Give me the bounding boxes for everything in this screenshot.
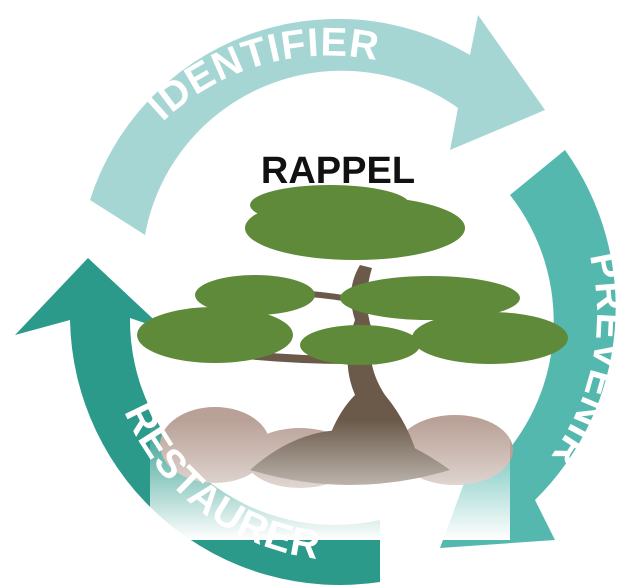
prevenir-arrow bbox=[440, 150, 616, 548]
foliage-pad bbox=[195, 275, 315, 315]
foliage-pad bbox=[340, 276, 520, 320]
foliage-pad bbox=[300, 325, 420, 365]
ground-fade bbox=[150, 420, 510, 540]
bonsai-illustration bbox=[137, 185, 568, 540]
diagram-title: RAPPEL bbox=[261, 150, 415, 192]
identifier-arrow bbox=[90, 15, 545, 235]
identifier-label: IDENTIFIER bbox=[139, 20, 383, 128]
restaurer-arrow bbox=[15, 258, 380, 585]
identifier-label-text: IDENTIFIER bbox=[139, 20, 382, 128]
tree-trunk bbox=[320, 265, 420, 470]
foliage-pad bbox=[250, 185, 410, 225]
foliage-pad bbox=[137, 307, 293, 363]
foliage-pad bbox=[412, 312, 568, 364]
